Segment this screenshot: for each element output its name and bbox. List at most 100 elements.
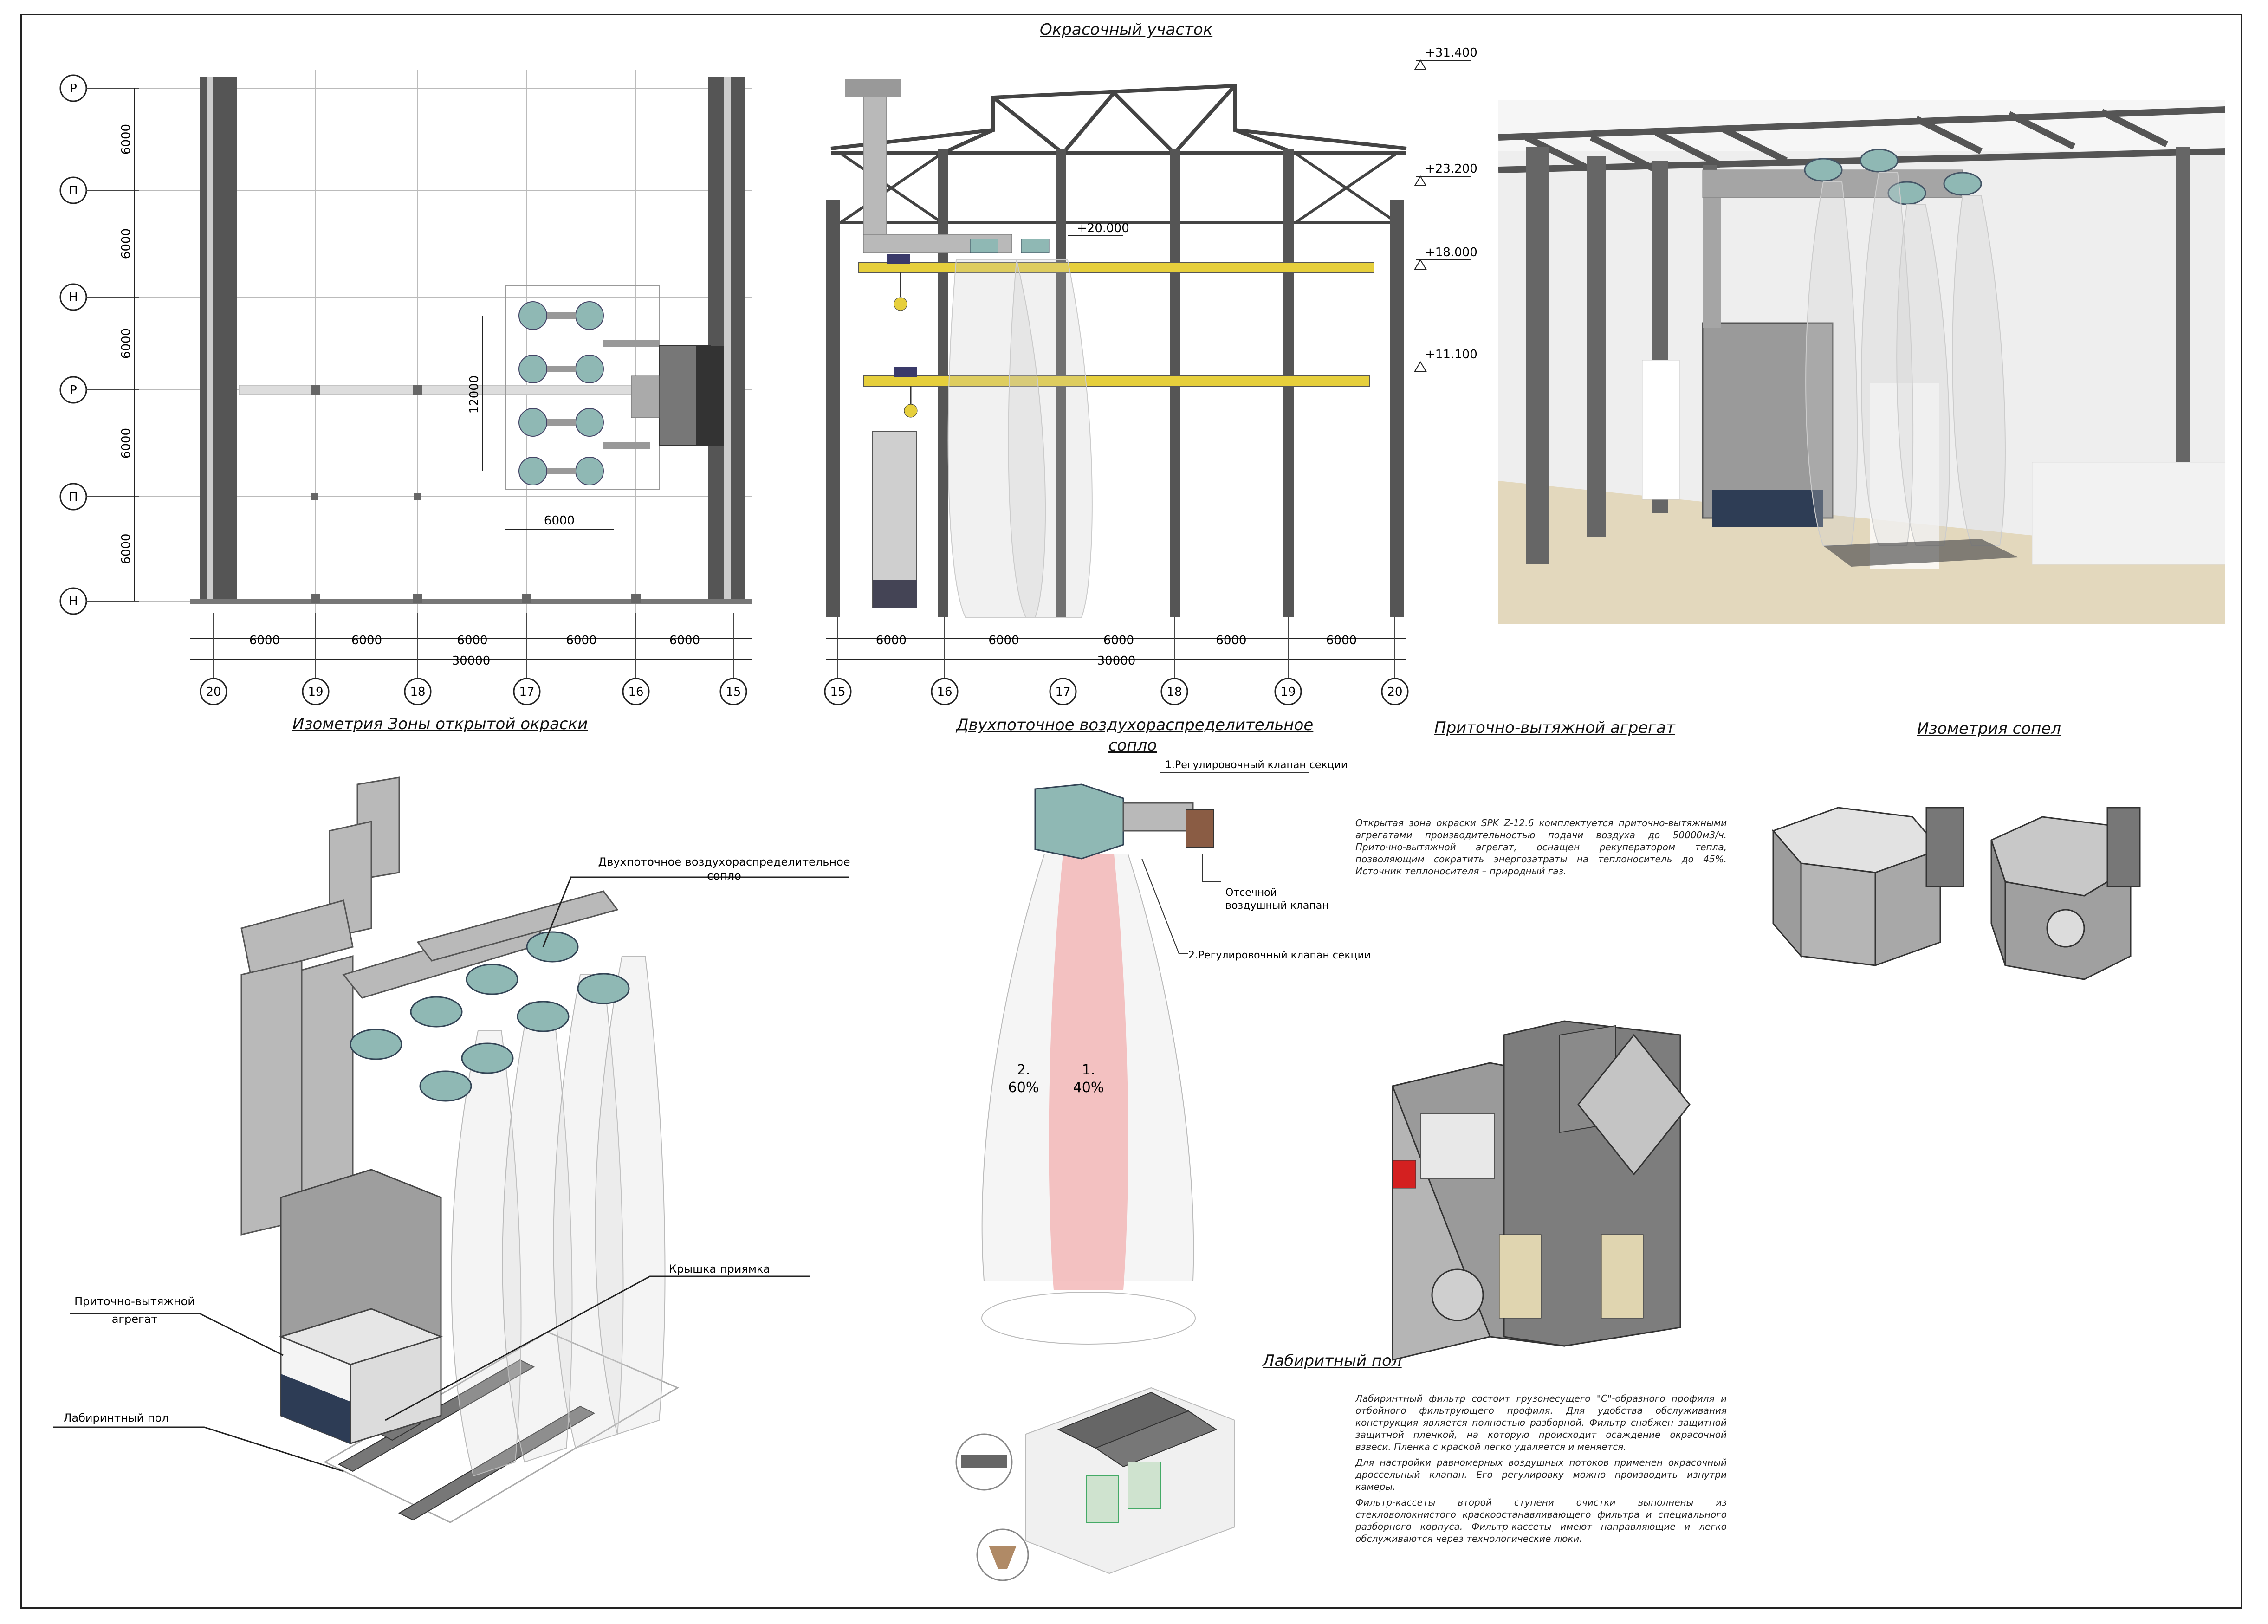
plan-col-axis-label: 19	[308, 685, 323, 699]
section-axis-label: 17	[1055, 685, 1070, 699]
shutoff-damper	[1186, 809, 1214, 848]
iso-air-unit	[279, 1169, 443, 1445]
crane-trolley	[887, 254, 910, 264]
iso-plume	[595, 956, 666, 1435]
unit-title: Приточно-вытяжной агрегат	[1434, 718, 1675, 737]
floor-leader	[53, 1426, 344, 1472]
section-spacing-label: 6000	[1216, 634, 1246, 647]
unit-description: Открытая зона окраски SPK Z-12.6 комплек…	[1355, 817, 1727, 877]
nozzle-iso-left	[1772, 807, 1964, 967]
col-spacing-label: 6000	[351, 634, 382, 647]
plan-row-axis-label: Н	[69, 291, 78, 304]
inner-level-label: +20.000	[1077, 221, 1129, 235]
level-marker	[1414, 59, 1427, 70]
unit-leader	[70, 1313, 284, 1356]
render-partition	[2032, 462, 2225, 565]
truss-bracing	[839, 152, 1398, 224]
filter-cassette	[1086, 1475, 1119, 1523]
section-axis-bubble	[824, 678, 852, 705]
interior-render	[1498, 100, 2225, 624]
crane-trolley	[894, 367, 917, 377]
plan-col-axis-label: 18	[410, 685, 425, 699]
iso-branch-duct	[416, 890, 619, 962]
level-marker	[1414, 361, 1427, 372]
level-label: +23.200	[1425, 162, 1477, 176]
labyrinth-grating	[1094, 1410, 1218, 1468]
col-spacing-label: 6000	[669, 634, 700, 647]
unit-heat-exchanger	[1577, 1034, 1691, 1176]
inner-flow-percent: 40%	[1073, 1080, 1104, 1096]
render-column	[1526, 147, 1549, 564]
row-spacing-label: 6000	[119, 428, 133, 459]
plan-col-axis-bubble	[719, 678, 747, 705]
outer-flow-percent: 60%	[1008, 1080, 1039, 1096]
row-spacing-label: 6000	[119, 328, 133, 359]
iso-plume	[451, 1030, 522, 1477]
crane-hook	[894, 297, 907, 311]
nozzle-iso-right	[1874, 848, 1941, 967]
crane-beams	[858, 254, 1374, 418]
zone-length-label: 12000	[467, 375, 481, 414]
section-spacing-label: 6000	[1103, 634, 1134, 647]
callout-shutoff-2: воздушный клапан	[1225, 900, 1329, 912]
labyrinth-title: Лабиритный пол	[1263, 1352, 1402, 1370]
column	[631, 594, 641, 603]
unit-filter	[1499, 1234, 1542, 1319]
column	[311, 385, 320, 395]
inner-level-mark: +20.000	[1068, 221, 1129, 236]
section-levels: +31.400+23.200+18.000+11.100	[1414, 46, 1477, 372]
labyrinth-description: Лабиринтный фильтр состоит грузонесущего…	[1355, 1392, 1727, 1548]
sheet-frame	[20, 14, 2242, 1609]
airflow-plume	[1008, 259, 1093, 618]
nozzle-inlet-duct	[1122, 802, 1194, 832]
unit-base	[281, 1374, 350, 1443]
roof-truss	[830, 84, 1407, 224]
duct-plan	[631, 375, 660, 418]
iso-label-nozzle-1: Двухпоточное воздухораспределительное	[598, 855, 850, 868]
outer-flow-number: 2.	[1017, 1062, 1030, 1078]
col-spacing-label: 6000	[249, 634, 280, 647]
render-window	[1870, 383, 1939, 569]
column	[414, 493, 421, 500]
flow-base-ellipse	[981, 1292, 1196, 1345]
air-unit-section	[872, 431, 917, 608]
render-door	[1642, 360, 1680, 500]
nozzle-title: Двухпоточное воздухораспределительное со…	[956, 715, 1313, 756]
detail-zoom-content	[989, 1546, 1017, 1569]
column	[311, 493, 318, 500]
column	[413, 594, 422, 603]
truss-top-chord	[830, 84, 1407, 150]
column	[522, 594, 531, 603]
iso-plumes	[451, 956, 666, 1477]
iso-label-floor: Лабиринтный пол	[63, 1411, 168, 1424]
plan-col-axis-label: 15	[726, 685, 741, 699]
cover-leader	[385, 1275, 810, 1421]
row-spacing-label: 6000	[119, 533, 133, 564]
section-spacing-label: 6000	[988, 634, 1019, 647]
wall-right-inner	[724, 77, 731, 601]
section-axis-label: 18	[1166, 685, 1182, 699]
plan-col-axis-label: 17	[519, 685, 534, 699]
wall-bottom	[190, 599, 752, 604]
plan-col-axis-bubble	[200, 678, 227, 705]
plan-row-axis-label: П	[69, 184, 78, 198]
unit-inspection-window	[1420, 1113, 1495, 1179]
truss-web	[941, 84, 1296, 155]
callout-valve-1: 1.Регулировочный клапан секции	[1165, 759, 1348, 771]
column	[311, 594, 320, 603]
column-20	[1390, 200, 1404, 617]
iso-plume	[553, 974, 624, 1449]
nozzle-iso-right	[1990, 807, 2141, 980]
section-axis-bubble	[1160, 678, 1188, 705]
iso-nozzle	[526, 931, 579, 963]
callout-shutoff-1: Отсечной	[1225, 887, 1277, 899]
nozzle-iso-damper	[1925, 807, 1964, 887]
render-column	[1587, 156, 1606, 537]
render-plume	[1952, 195, 2006, 546]
section-axis-bubble	[1381, 678, 1409, 705]
nozzle-iso-outlet	[2046, 909, 2085, 948]
